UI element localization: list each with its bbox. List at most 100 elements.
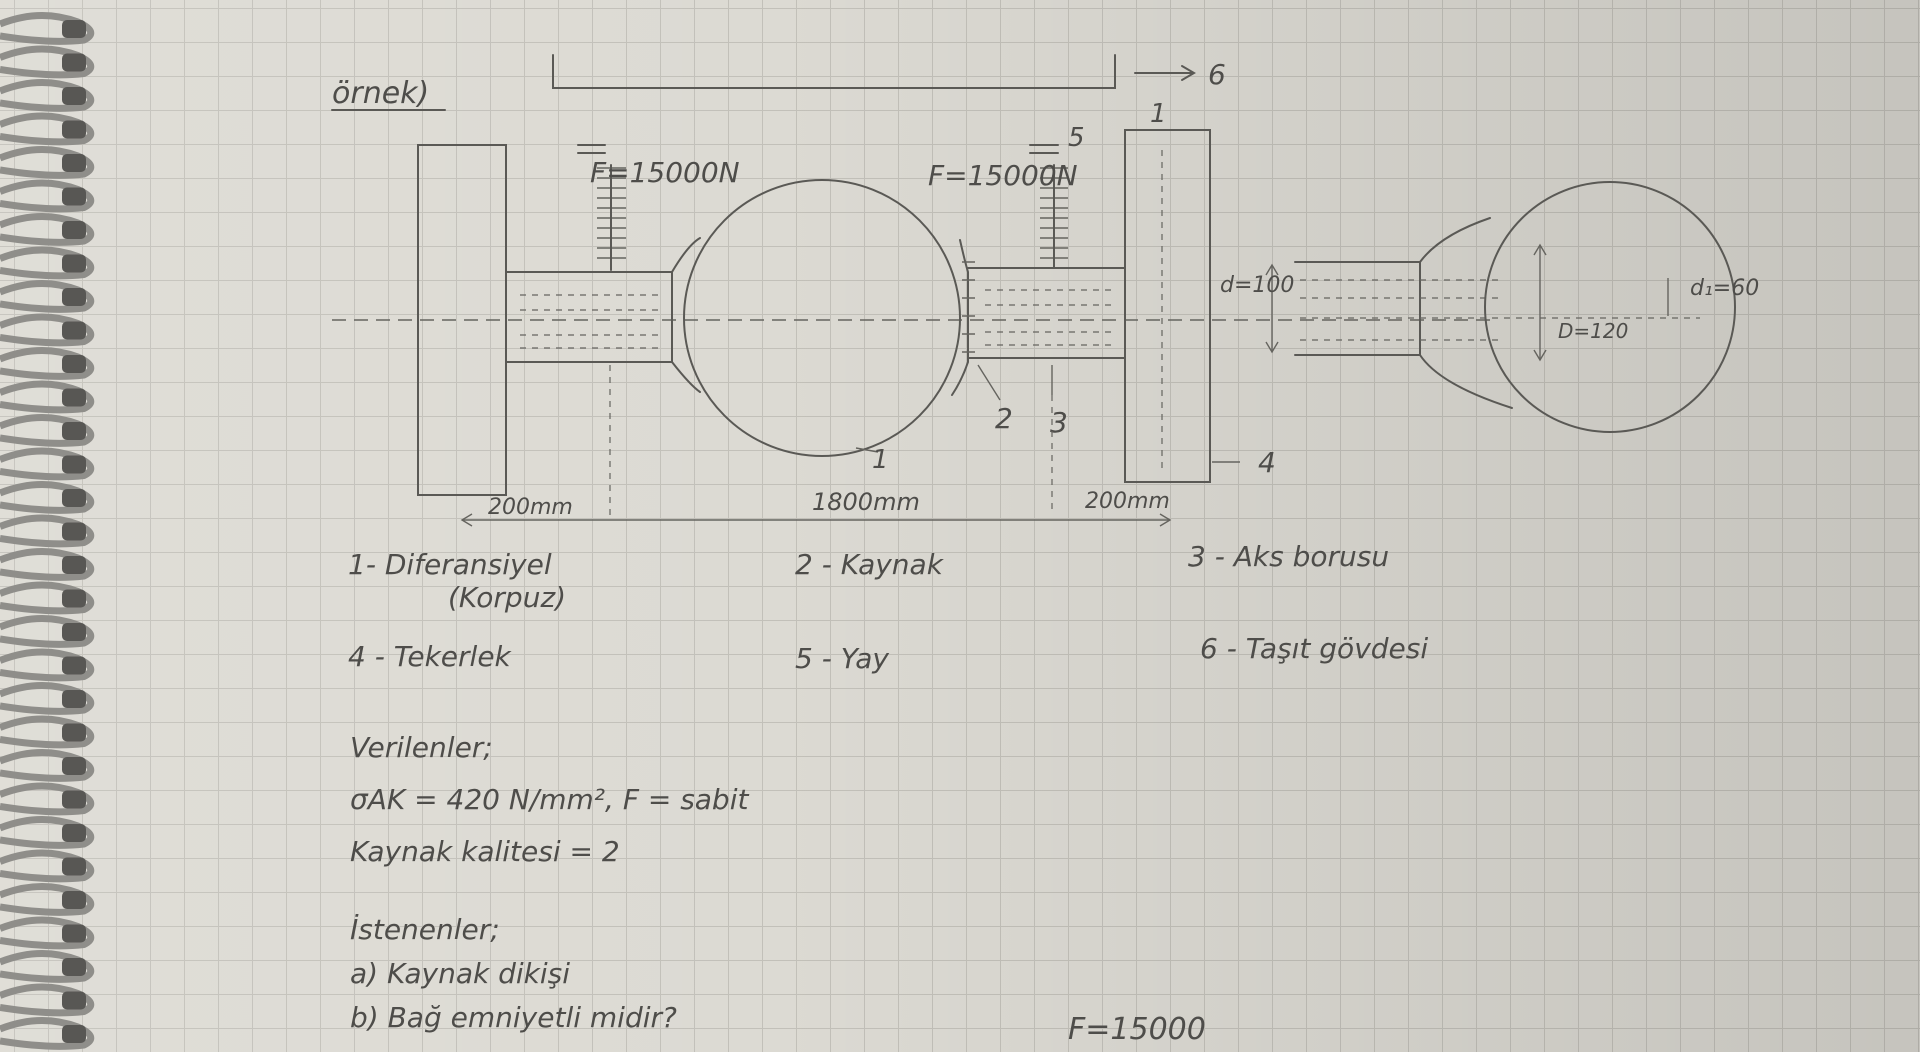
right-wheel <box>1124 129 1211 483</box>
spiral-hole <box>62 53 86 72</box>
spiral-ring <box>0 112 95 146</box>
detail-flare-bottom <box>1419 354 1513 409</box>
spiral-hole <box>62 87 86 105</box>
spiral-hole <box>62 824 86 842</box>
left-tube-hidden-lines <box>520 294 660 349</box>
spiral-hole <box>62 388 86 407</box>
spiral-hole <box>62 187 86 206</box>
vehicle-ref-arrowhead <box>1181 65 1196 81</box>
spiral-ring <box>0 213 95 246</box>
spiral-ring <box>0 715 95 749</box>
detail-flare-top <box>1419 217 1491 263</box>
diff-leader <box>855 447 879 453</box>
dim-d1-label: d₁=60 <box>1690 276 1759 301</box>
spiral-hole <box>62 254 86 273</box>
dim-d-label: d=100 <box>1220 273 1294 298</box>
spiral-ring <box>0 916 95 950</box>
spiral-ring <box>0 414 95 447</box>
spiral-ring <box>0 313 95 347</box>
footer-note: F=15000 <box>1068 1012 1206 1047</box>
spiral-hole <box>62 422 86 440</box>
spiral-ring <box>0 615 95 648</box>
weld-ref-label: 2 <box>995 402 1013 435</box>
right-spring-mark <box>1029 144 1059 154</box>
detail-tube <box>1294 261 1421 356</box>
heading-text: örnek) <box>332 76 429 111</box>
spiral-hole <box>62 690 86 708</box>
weld-leader <box>977 364 1001 401</box>
spiral-ring <box>0 146 95 179</box>
spiral-ring <box>0 280 95 313</box>
weld-bead <box>962 261 975 353</box>
differential-housing <box>683 179 961 457</box>
spiral-ring <box>0 481 95 514</box>
spiral-ring <box>0 12 95 45</box>
vehicle-ref-label: 6 <box>1208 58 1226 91</box>
spiral-ring <box>0 581 95 615</box>
tube-ref-label: 3 <box>1050 406 1068 439</box>
spiral-hole <box>62 891 86 909</box>
requested-section: İstenenler; a) Kaynak dikişi b) Bağ emni… <box>350 908 677 1040</box>
spiral-hole <box>62 522 86 541</box>
spiral-ring <box>0 246 95 280</box>
wheel-ref-label: 4 <box>1258 446 1276 479</box>
spiral-ring <box>0 79 95 112</box>
spiral-hole <box>62 120 86 139</box>
spiral-hole <box>62 623 86 641</box>
spiral-binding <box>0 12 95 1050</box>
given-line-1: σAK = 420 N/mm², F = sabit <box>350 783 749 816</box>
spiral-ring <box>0 849 95 883</box>
requested-item-a: a) Kaynak dikişi <box>350 957 571 990</box>
left-weld-flare <box>671 237 701 393</box>
spiral-hole <box>62 455 86 474</box>
detail-circle <box>1484 181 1736 433</box>
spiral-hole <box>62 991 86 1010</box>
spiral-hole <box>62 958 86 976</box>
force-right-label: F=15000N <box>928 159 1078 192</box>
spiral-hole <box>62 790 86 809</box>
spiral-hole <box>62 288 86 306</box>
spiral-hole <box>62 757 86 775</box>
left-axle-tube <box>505 271 673 363</box>
spiral-ring <box>0 447 95 481</box>
requested-item-b: b) Bağ emniyetli midir? <box>350 1001 677 1034</box>
spring-ref-label: 5 <box>1068 123 1085 153</box>
spiral-ring <box>0 347 95 380</box>
vehicle-body-outline <box>552 54 1116 89</box>
spiral-hole <box>62 355 86 373</box>
dim-D-arrows <box>1533 243 1547 362</box>
detail-hidden-lines <box>1300 279 1700 341</box>
spiral-ring <box>0 1017 95 1050</box>
spiral-ring <box>0 179 95 213</box>
spiral-ring <box>0 648 95 682</box>
dimension-extension-lines <box>609 365 1053 515</box>
spiral-ring <box>0 514 95 548</box>
spiral-hole <box>62 321 86 340</box>
spiral-hole <box>62 857 86 876</box>
spiral-ring <box>0 45 95 79</box>
spiral-hole <box>62 924 86 943</box>
right-weld-flare <box>951 239 969 396</box>
given-line-2: Kaynak kalitesi = 2 <box>350 835 620 868</box>
spiral-hole <box>62 556 86 574</box>
weld-detail-view: d=100 D=120 d₁=60 <box>1220 181 1759 433</box>
spiral-hole <box>62 489 86 507</box>
spiral-ring <box>0 950 95 983</box>
span-right-label: 200mm <box>1085 489 1170 514</box>
spiral-hole <box>62 589 86 608</box>
spiral-hole <box>62 723 86 742</box>
left-spring-mark <box>577 144 606 154</box>
span-mid-label: 1800mm <box>812 488 920 516</box>
dim-D-label: D=120 <box>1558 319 1628 343</box>
right-axle-tube <box>967 267 1126 359</box>
dim-d-arrows <box>1265 263 1279 354</box>
spiral-ring <box>0 682 95 715</box>
spiral-ring <box>0 749 95 782</box>
spiral-hole <box>62 221 86 239</box>
spiral-hole <box>62 20 86 38</box>
span-left-label: 200mm <box>488 495 573 520</box>
given-title: Verilenler; <box>350 731 493 764</box>
spiral-ring <box>0 782 95 816</box>
